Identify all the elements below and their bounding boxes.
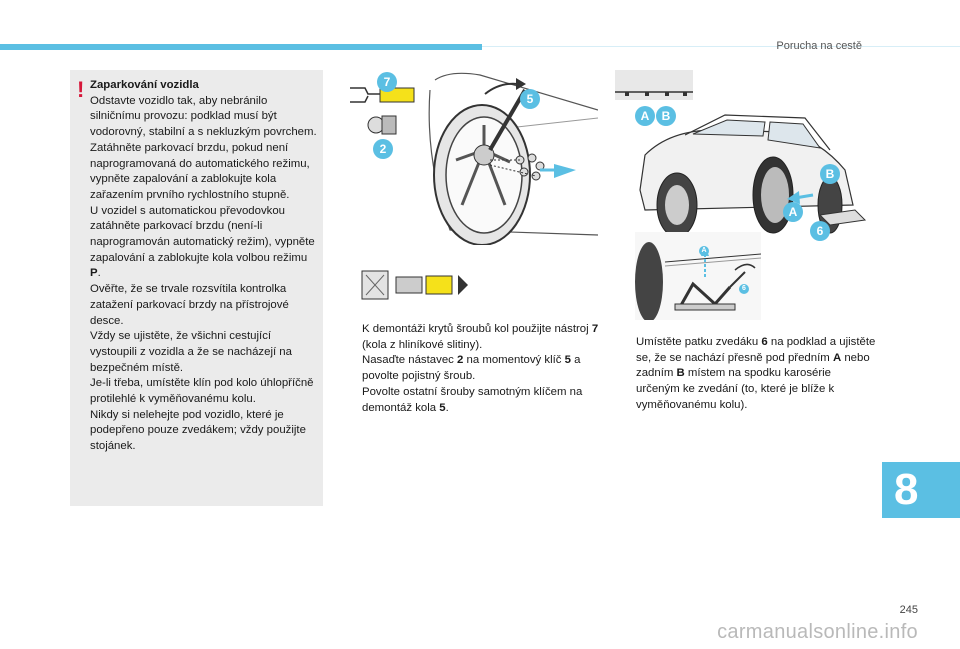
jack-detail-illustration: A 6 bbox=[635, 232, 762, 322]
label-badge: 5 bbox=[520, 89, 540, 109]
warning-paragraph: Odstavte vozidlo tak, aby nebránilo siln… bbox=[90, 94, 317, 139]
label-badge: B bbox=[820, 164, 840, 184]
section-title: Porucha na cestě bbox=[776, 40, 862, 52]
label-badge: B bbox=[656, 106, 676, 126]
label-badge: 7 bbox=[377, 72, 397, 92]
wheel-removal-steps: K demontáži krytů šroubů kol použijte ná… bbox=[341, 322, 603, 416]
car-jack-points-illustration: A B A B 6 bbox=[615, 70, 870, 245]
page-number: 245 bbox=[899, 604, 918, 616]
warning-box: ! Zaparkování vozidla Odstavte vozidlo t… bbox=[70, 70, 323, 506]
label-badge: A bbox=[783, 202, 803, 222]
warning-paragraph: Nikdy si nelehejte pod vozidlo, které je… bbox=[90, 408, 306, 453]
wheel-bolts-illustration: 7 5 2 bbox=[340, 70, 599, 246]
label-badge: 6 bbox=[739, 284, 749, 294]
list-item: Povolte ostatní šrouby samotným klíčem n… bbox=[362, 385, 583, 414]
label-badge: 6 bbox=[810, 221, 830, 241]
list-item: Umístěte patku zvedáku 6 na podklad a uj… bbox=[636, 336, 876, 411]
list-item: Nasaďte nástavec 2 na momentový klíč 5 a… bbox=[362, 354, 581, 383]
warning-icon: ! bbox=[77, 77, 85, 102]
warning-paragraph: Je-li třeba, umístěte klín pod kolo úhlo… bbox=[90, 377, 314, 406]
chapter-tab: 8 bbox=[882, 462, 960, 518]
header-accent-bar bbox=[0, 44, 482, 50]
jack-placement-steps: Umístěte patku zvedáku 6 na podklad a uj… bbox=[615, 335, 877, 414]
label-badge: A bbox=[699, 246, 709, 256]
warning-title: Zaparkování vozidla bbox=[90, 79, 199, 91]
label-badge: A bbox=[635, 106, 655, 126]
tool-insert-illustration bbox=[360, 265, 470, 305]
warning-text: Zaparkování vozidla Odstavte vozidlo tak… bbox=[90, 78, 318, 455]
label-badge: 2 bbox=[373, 139, 393, 159]
warning-paragraph: U vozidel s automatickou převodovkou zat… bbox=[90, 204, 315, 280]
header-rule bbox=[482, 46, 960, 47]
warning-paragraph: Zatáhněte parkovací brzdu, pokud není na… bbox=[90, 141, 310, 201]
list-item: K demontáži krytů šroubů kol použijte ná… bbox=[362, 323, 599, 351]
warning-paragraph: Vždy se ujistěte, že všichni cestující v… bbox=[90, 330, 292, 374]
watermark: carmanualsonline.info bbox=[717, 621, 918, 643]
warning-paragraph: Ověřte, že se trvale rozsvítila kontrolk… bbox=[90, 283, 289, 327]
